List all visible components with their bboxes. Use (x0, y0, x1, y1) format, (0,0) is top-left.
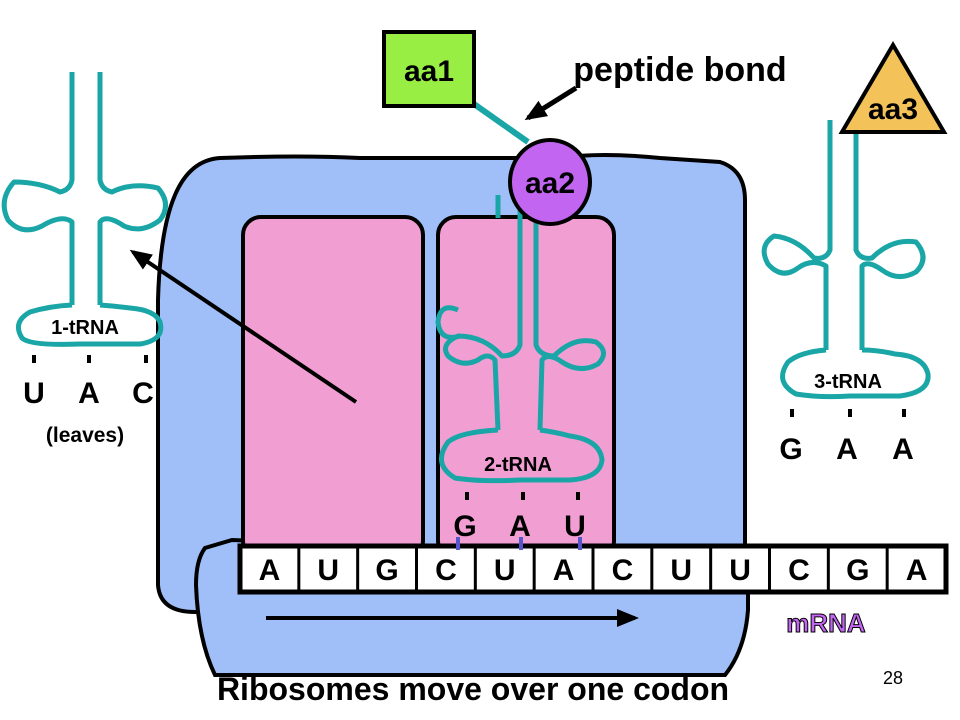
trna-3 (761, 120, 931, 400)
mrna-base: U (729, 554, 751, 587)
amino-acid-1 (382, 30, 476, 108)
trna-1-anticodon-base: U (23, 377, 45, 410)
mrna-base: C (788, 554, 810, 587)
mrna-base: U (670, 554, 692, 587)
mrna-base: G (375, 554, 398, 587)
ribosome-a-site (436, 215, 616, 561)
amino-acid-3 (838, 41, 948, 134)
mrna-base: U (494, 554, 516, 587)
trna-1-label: 1-tRNA (51, 317, 119, 339)
trna-3-label: 3-tRNA (814, 371, 882, 393)
trna-1-anticodon-base: A (78, 377, 100, 410)
trna-1-anticodon-base: C (132, 377, 154, 410)
amino-acid-1-label: aa1 (404, 55, 454, 88)
trna-3-anticodon-base: A (892, 433, 914, 466)
peptide-bond-link (472, 101, 530, 145)
peptide-bond-label: peptide bond (573, 51, 786, 89)
mrna-base: A (553, 554, 575, 587)
trna-2-anticodon-base: G (453, 510, 476, 543)
exit-arrow (129, 249, 358, 404)
amino-acid-3-label: aa3 (868, 93, 918, 126)
mrna-label: mRNA (786, 608, 866, 638)
trna-1 (1, 72, 168, 347)
trna-2-anticodon-base: A (509, 510, 531, 543)
mrna-base: U (317, 554, 339, 587)
mrna-base: A (906, 554, 928, 587)
trna-2 (435, 195, 606, 484)
mrna-base: C (612, 554, 634, 587)
peptide-bond-arrow (524, 85, 578, 121)
trna-2-label: 2-tRNA (484, 454, 552, 476)
mrna-base: C (435, 554, 457, 587)
mrna-base: G (846, 554, 869, 587)
amino-acid-2 (508, 138, 592, 226)
slide-title: Ribosomes move over one codon (217, 671, 729, 707)
mrna-base: A (259, 554, 281, 587)
trna-3-anticodon-base: G (779, 433, 802, 466)
trna-2-anticodon-base: U (564, 510, 586, 543)
page-number: 28 (883, 668, 903, 688)
amino-acid-2-label: aa2 (525, 167, 575, 200)
leaves-label: (leaves) (46, 424, 124, 447)
trna-3-anticodon-base: A (836, 433, 858, 466)
